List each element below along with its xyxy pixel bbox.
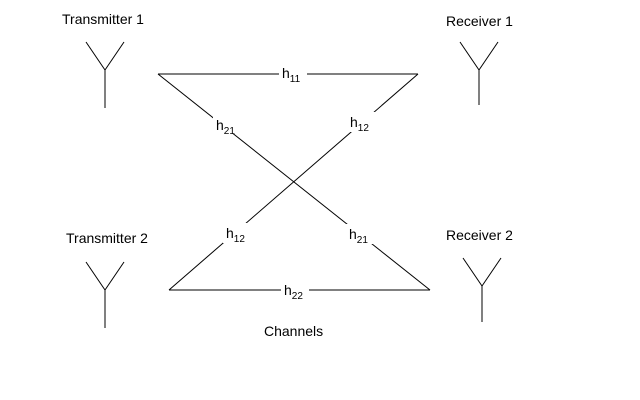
label-h12-upper: h12 bbox=[350, 114, 369, 134]
channels-caption: Channels bbox=[264, 323, 323, 339]
transmitter-2-antenna-icon bbox=[85, 261, 125, 328]
receiver-1-label: Receiver 1 bbox=[446, 13, 513, 29]
label-h12-lower: h12 bbox=[226, 225, 245, 245]
label-h11: h11 bbox=[282, 65, 301, 85]
label-h22: h22 bbox=[284, 282, 303, 302]
transmitter-2-label: Transmitter 2 bbox=[66, 230, 148, 246]
channel-h12-line bbox=[168, 73, 419, 291]
receiver-1-antenna-icon bbox=[459, 41, 499, 105]
transmitter-1-label: Transmitter 1 bbox=[62, 11, 144, 27]
receiver-2-label: Receiver 2 bbox=[446, 227, 513, 243]
label-h21-lower: h21 bbox=[349, 226, 368, 246]
receiver-2-antenna-icon bbox=[462, 257, 502, 322]
transmitter-1-antenna-icon bbox=[85, 41, 125, 108]
label-h21-upper: h21 bbox=[216, 117, 235, 137]
